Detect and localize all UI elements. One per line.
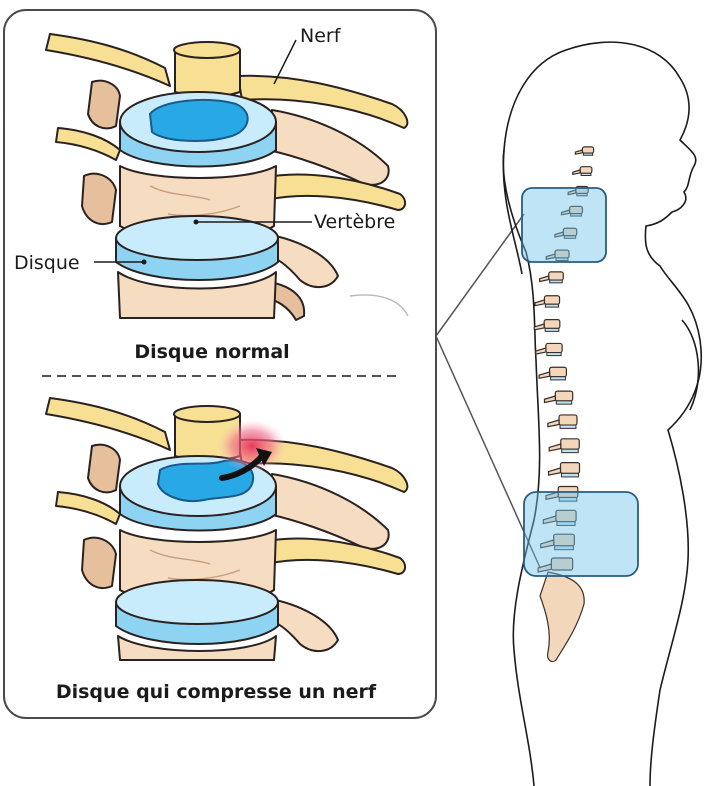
spinous-process-shape — [549, 444, 561, 451]
cervical-highlight-box — [522, 188, 606, 262]
disc-shape — [561, 473, 578, 477]
vertebra-shape — [550, 367, 567, 376]
sacrum-shape — [540, 572, 584, 662]
caption-normal: Disque normal — [134, 341, 289, 363]
caption-compression: Disque qui compresse un nerf — [56, 681, 377, 703]
vertebra-shape — [580, 167, 592, 174]
disc-shape — [545, 304, 558, 307]
vertebra-shape — [560, 463, 579, 474]
label-nerf: Nerf — [300, 25, 342, 47]
disc-shape — [545, 328, 559, 331]
vertebra-shape — [546, 343, 562, 352]
vertebra-shape — [555, 391, 572, 401]
vertebra-shape — [549, 272, 564, 280]
vertebra-shape — [544, 296, 559, 305]
disc-shape — [551, 377, 566, 380]
disc-shape — [581, 173, 591, 175]
vertebra-shape — [559, 415, 577, 425]
disc-shape — [550, 280, 563, 283]
vertebra-shape — [561, 439, 579, 449]
spinous-process-shape — [540, 276, 549, 281]
disc-shape — [562, 449, 578, 452]
label-disque: Disque — [14, 252, 80, 274]
spinous-process-shape — [544, 396, 555, 403]
spinous-process-shape — [536, 348, 546, 354]
disc-shape — [556, 401, 571, 404]
disc-shape — [560, 425, 576, 428]
vertebra-shape — [544, 320, 560, 329]
vertebra-shape — [582, 147, 593, 153]
disc-shape — [547, 353, 561, 356]
spinous-process-shape — [548, 420, 559, 427]
disc-shape — [583, 153, 592, 155]
lumbar-highlight-box — [524, 492, 638, 576]
spinous-process-shape — [534, 324, 544, 330]
body-silhouette — [503, 42, 701, 786]
spinous-process-shape — [535, 300, 544, 306]
spinous-process-shape — [539, 372, 550, 378]
spinous-process-shape — [549, 468, 561, 475]
spinous-process-shape — [573, 170, 580, 174]
label-vertebre: Vertèbre — [314, 211, 395, 233]
spinous-process-shape — [575, 150, 582, 154]
